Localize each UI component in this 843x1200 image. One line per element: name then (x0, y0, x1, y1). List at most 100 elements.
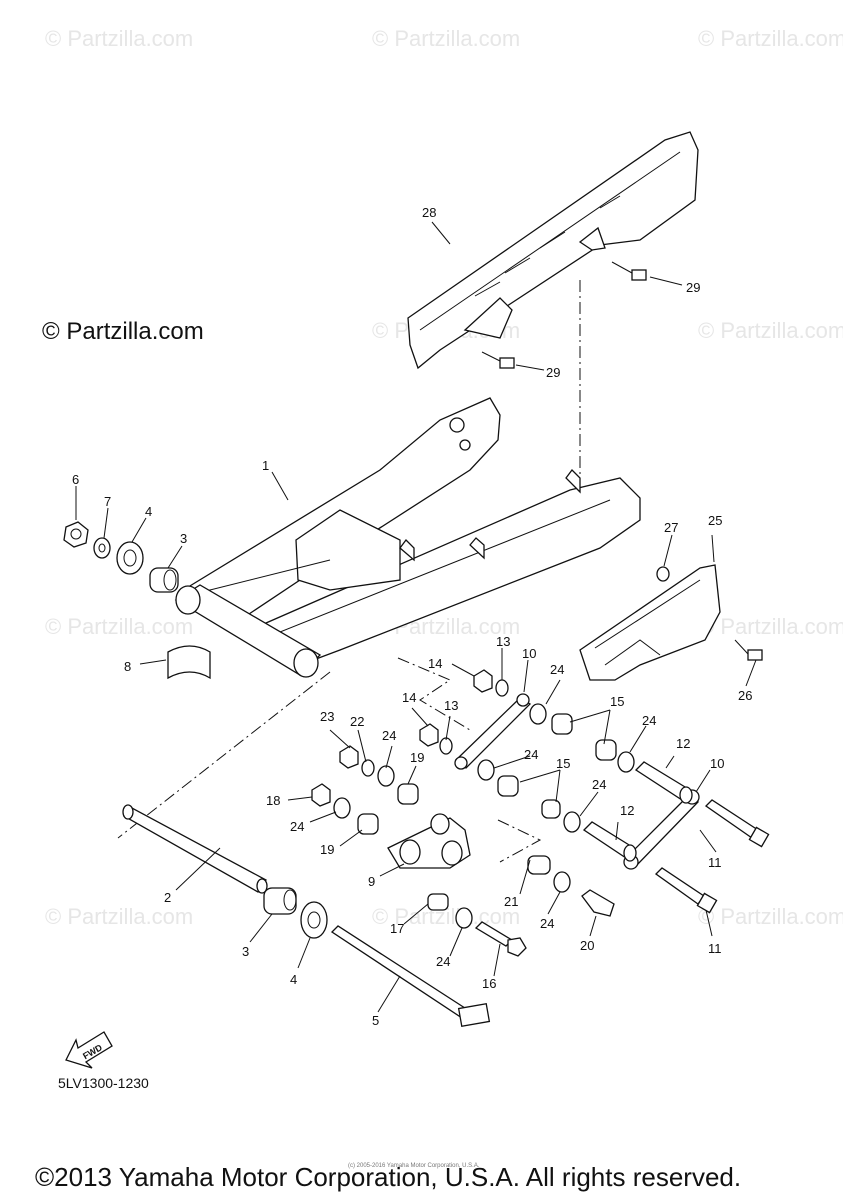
callout-28: 28 (422, 205, 436, 220)
callout-24: 24 (540, 916, 554, 931)
bolt-11b (654, 867, 718, 914)
watermark: © Partzilla.com (698, 904, 843, 929)
guard-bolt (481, 351, 515, 369)
watermark: © Partzilla.com (45, 904, 194, 929)
callout-20: 20 (580, 938, 594, 953)
callout-23: 23 (320, 709, 334, 724)
seal-24f (563, 811, 581, 833)
callout-17: 17 (390, 921, 404, 936)
fwd-arrow-icon: FWD (65, 1031, 113, 1069)
bearing-3 (149, 567, 179, 593)
watermark: © Partzilla.com (372, 26, 521, 51)
washer-24g (553, 871, 571, 893)
collar-27 (656, 566, 670, 582)
callout-24: 24 (642, 713, 656, 728)
seal-4b (300, 901, 328, 939)
callout-numbers: 1 2 3 3 4 4 5 6 7 8 9 10 10 11 11 12 12 … (72, 205, 752, 1028)
collar-21 (527, 855, 551, 875)
callout-14: 14 (402, 690, 416, 705)
watermark: © Partzilla.com (45, 26, 194, 51)
copyright-footer: ©2013 Yamaha Motor Corporation, U.S.A. A… (35, 1162, 742, 1192)
watermark: © Partzilla.com (698, 318, 843, 343)
callout-4: 4 (145, 504, 152, 519)
chain-guard (407, 131, 699, 370)
callout-3: 3 (242, 944, 249, 959)
chain-slider (579, 564, 721, 681)
callout-27: 27 (664, 520, 678, 535)
callout-13: 13 (444, 698, 458, 713)
seal-24e (477, 759, 495, 781)
bearing-15b (595, 739, 617, 761)
callout-3: 3 (180, 531, 187, 546)
callout-24: 24 (382, 728, 396, 743)
relay-arm-9 (387, 813, 471, 869)
callout-12: 12 (620, 803, 634, 818)
callout-16: 16 (482, 976, 496, 991)
callout-1: 1 (262, 458, 269, 473)
watermark: © Partzilla.com (45, 614, 194, 639)
callout-15: 15 (610, 694, 624, 709)
nut-23 (339, 745, 359, 769)
callout-10: 10 (710, 756, 724, 771)
callout-12: 12 (676, 736, 690, 751)
bolt-16 (474, 921, 527, 957)
watermark: © Partzilla.com (698, 614, 843, 639)
callout-11: 11 (708, 855, 722, 870)
collar-17 (427, 893, 449, 911)
callout-26: 26 (738, 688, 752, 703)
callout-19: 19 (320, 842, 334, 857)
watermark: © Partzilla.com (698, 26, 843, 51)
callout-24: 24 (592, 777, 606, 792)
callout-22: 22 (350, 714, 364, 729)
callout-18: 18 (266, 793, 280, 808)
swingarm (174, 397, 641, 678)
diagram-code: 5LV1300-1230 (58, 1075, 149, 1091)
bearing-15c (497, 775, 519, 797)
callout-24: 24 (550, 662, 564, 677)
callout-5: 5 (372, 1013, 379, 1028)
callout-24: 24 (524, 747, 538, 762)
connecting-rod-10 (454, 693, 532, 770)
callout-15: 15 (556, 756, 570, 771)
seal-4 (116, 541, 144, 575)
callout-6: 6 (72, 472, 79, 487)
callout-11: 11 (708, 941, 722, 956)
callout-2: 2 (164, 890, 171, 905)
callout-29: 29 (686, 280, 700, 295)
callout-7: 7 (104, 494, 111, 509)
bearing-3b (263, 887, 297, 915)
pivot-shaft-2 (122, 804, 268, 894)
callout-10: 10 (522, 646, 536, 661)
callout-4: 4 (290, 972, 297, 987)
seal-24d (617, 751, 635, 773)
callout-21: 21 (504, 894, 518, 909)
guard-bolt (611, 261, 647, 281)
callout-8: 8 (124, 659, 131, 674)
seal-24h (455, 907, 473, 929)
pivot-axle-5 (330, 925, 491, 1028)
nut-14b (419, 723, 439, 747)
seal-24 (377, 765, 395, 787)
callout-29: 29 (546, 365, 560, 380)
seal-24c (529, 703, 547, 725)
bearing-19 (397, 783, 419, 805)
washer-13 (495, 679, 509, 697)
bolt-11 (704, 799, 770, 848)
seal-24b (333, 797, 351, 819)
collar-12 (634, 761, 693, 804)
callout-13: 13 (496, 634, 510, 649)
screw-26 (734, 639, 763, 661)
bearing-15d (541, 799, 561, 819)
callout-24: 24 (290, 819, 304, 834)
callout-24: 24 (436, 954, 450, 969)
callout-14: 14 (428, 656, 442, 671)
bolt-20 (581, 889, 615, 917)
callout-25: 25 (708, 513, 722, 528)
washer-7 (93, 537, 111, 559)
callout-19: 19 (410, 750, 424, 765)
brand-label: © Partzilla.com (42, 318, 204, 345)
cover-8 (167, 645, 211, 680)
nut-18 (311, 783, 331, 807)
collar-12b (582, 821, 637, 862)
